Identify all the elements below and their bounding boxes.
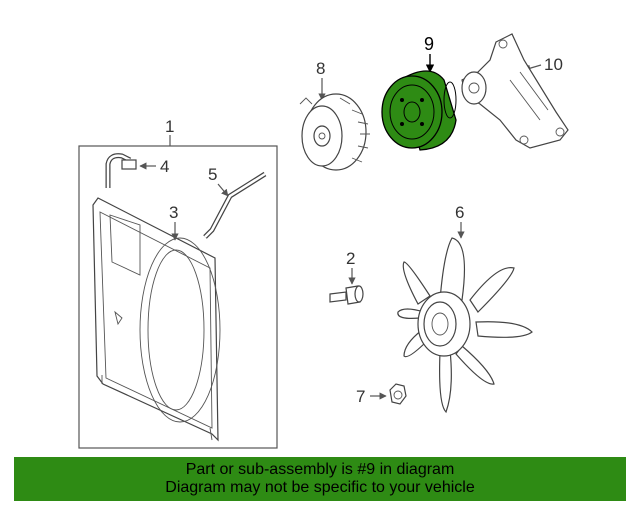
callout-4: 4	[160, 157, 169, 176]
parts-diagram: 1 3 4 5 8 9	[78, 33, 569, 449]
info-banner: Part or sub-assembly is #9 in diagram Di…	[14, 457, 626, 501]
fan-clutch-part-8: 8	[299, 59, 370, 171]
callout-3: 3	[169, 203, 178, 222]
bracket-part-10: 10	[461, 33, 569, 149]
callout-9: 9	[424, 34, 434, 54]
fan-shroud	[92, 197, 219, 442]
shroud-assembly-group: 1 3 4 5	[78, 117, 278, 449]
callout-7: 7	[356, 387, 365, 406]
nut-part-7: 7	[356, 383, 407, 406]
callout-5: 5	[208, 165, 217, 184]
callout-6: 6	[455, 203, 464, 222]
callout-10: 10	[544, 55, 563, 74]
bolt-part-2: 2	[329, 249, 364, 305]
callout-2: 2	[346, 249, 355, 268]
banner-line-2: Diagram may not be specific to your vehi…	[165, 479, 475, 496]
callout-8: 8	[316, 59, 325, 78]
pulley-part-9: 9	[381, 34, 457, 151]
fan-part-6: 6	[397, 203, 533, 414]
banner-line-1: Part or sub-assembly is #9 in diagram	[185, 461, 455, 478]
callout-1: 1	[165, 117, 174, 136]
